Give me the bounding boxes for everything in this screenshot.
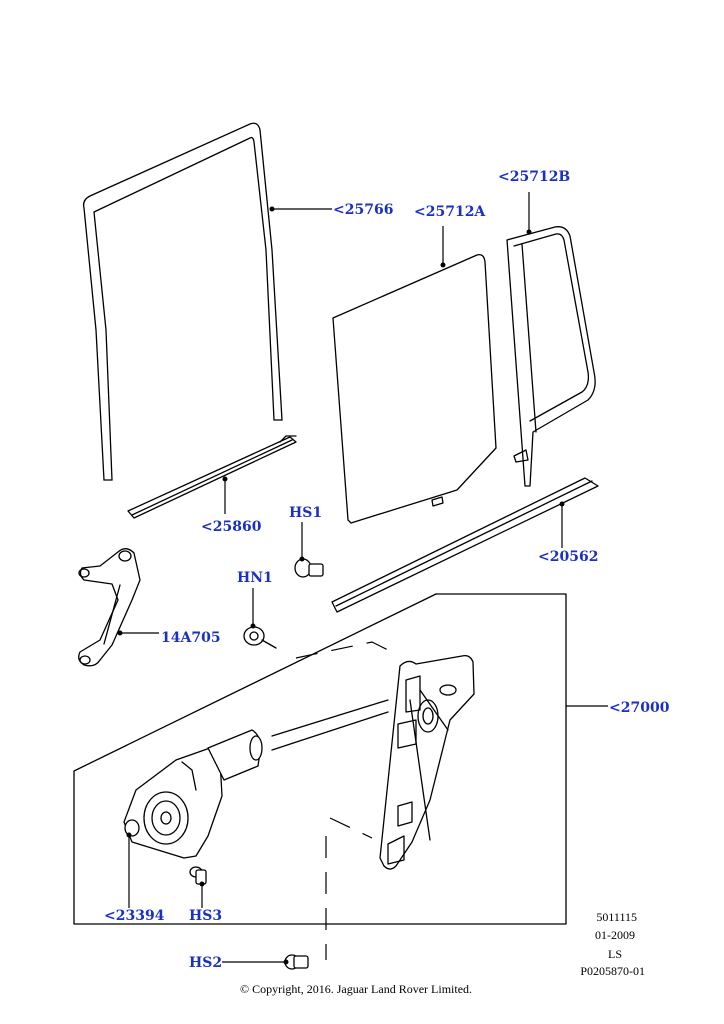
hn1-nut [243, 626, 277, 649]
callout-weatherstrip: <20562 [538, 549, 598, 565]
copyright: © Copyright, 2016. Jaguar Land Rover Lim… [240, 982, 472, 996]
door-glass [332, 254, 497, 524]
door-frame-seal [82, 122, 283, 481]
window-regulator [379, 654, 475, 870]
callout-channel-lower: <25860 [201, 519, 262, 535]
callout-bracket: 14A705 [161, 630, 221, 646]
callout-hs2: HS2 [189, 955, 222, 971]
hs3-screw [189, 866, 207, 885]
callout-glass-main: <25712A [414, 204, 486, 220]
callout-hs3: HS3 [189, 908, 222, 924]
callout-regulator: <27000 [609, 700, 670, 716]
hs1-bolt [294, 558, 324, 578]
callout-hs1: HS1 [289, 505, 322, 521]
meta-ls: LS [608, 947, 622, 961]
meta-code: 5011115 [596, 910, 637, 924]
callout-glass-fixed: <25712B [498, 169, 570, 185]
callout-seal: <25766 [333, 202, 393, 218]
lower-glass-channel [127, 435, 297, 519]
meta-ref: P0205870-01 [580, 964, 645, 978]
meta-date: 01-2009 [595, 928, 635, 942]
hs2-screw [284, 954, 309, 970]
outer-weatherstrip [331, 477, 599, 613]
callout-motor: <23394 [104, 908, 165, 924]
assembly-guide-lines [271, 641, 389, 960]
regulator-assembly-outline [73, 593, 567, 925]
callout-hn1: HN1 [237, 570, 273, 586]
regulator-bracket [78, 548, 141, 667]
window-motor [123, 729, 263, 859]
fixed-quarter-glass [506, 226, 596, 487]
